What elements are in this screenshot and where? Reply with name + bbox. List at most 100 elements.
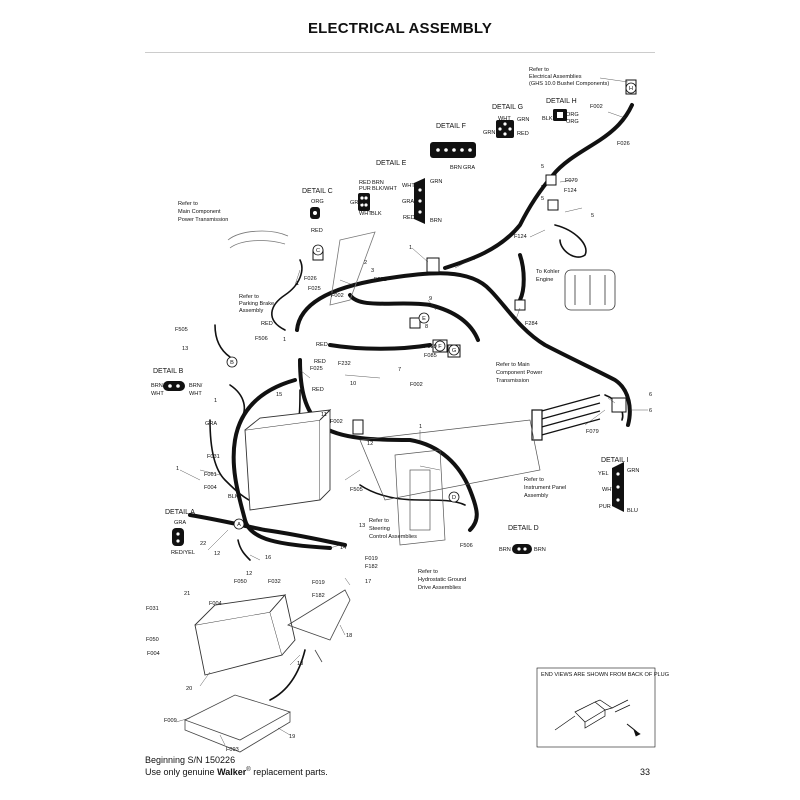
detail-h-title: DETAIL H bbox=[546, 98, 577, 105]
diagram-label: F bbox=[438, 344, 442, 350]
diagram-label: GRN bbox=[430, 179, 442, 185]
circle-b bbox=[226, 356, 238, 368]
diagram-label: RED bbox=[261, 321, 273, 327]
diagram-label: BLK/WHT bbox=[372, 186, 397, 192]
diagram-label: 1 bbox=[214, 398, 217, 404]
diagram-label: F284 bbox=[525, 321, 538, 327]
diagram-label: WHT bbox=[189, 391, 202, 397]
diagram-label: F009 bbox=[164, 718, 177, 724]
diagram-label: Power Transmission bbox=[178, 217, 228, 223]
diagram-label: RED/YEL bbox=[171, 550, 195, 556]
diagram-label: RED bbox=[311, 228, 323, 234]
diagram-label: F182 bbox=[365, 564, 378, 570]
end-view-legend-box: END VIEWS ARE SHOWN FROM BACK OF PLUG bbox=[536, 667, 669, 748]
diagram-label: A bbox=[237, 522, 241, 528]
diagram-label: F085 bbox=[424, 353, 437, 359]
diagram-label: GRA bbox=[174, 520, 186, 526]
diagram-label: YEL bbox=[598, 471, 609, 477]
diagram-label: GRA bbox=[402, 199, 414, 205]
diagram-label: ORG bbox=[311, 199, 324, 205]
diagram-label: 18 bbox=[297, 661, 303, 667]
diagram-label: Assembly bbox=[239, 308, 263, 314]
diagram-label: (GHS 10.0 Bushel Components) bbox=[529, 81, 609, 87]
diagram-label: F050 bbox=[146, 637, 159, 643]
ref-parking-brake: Refer to Parking Brake Assembly bbox=[239, 294, 274, 314]
title-divider bbox=[145, 52, 655, 53]
diagram-label: WHT bbox=[602, 487, 615, 493]
diagram-label: F026 bbox=[304, 276, 317, 282]
diagram-label: ORG bbox=[566, 119, 579, 125]
frame-plate bbox=[359, 419, 541, 546]
diagram-label: F019 bbox=[312, 580, 325, 586]
ref-steering: Refer to Steering Control Assemblies bbox=[369, 518, 417, 540]
diagram-label: BRN bbox=[450, 165, 462, 171]
diagram-label: To Kohler bbox=[536, 269, 560, 275]
diagram-label: F182 bbox=[312, 593, 325, 599]
diagram-label: GRN bbox=[627, 468, 639, 474]
diagram-label: F031 bbox=[207, 454, 220, 460]
diagram-label: RED bbox=[403, 215, 415, 221]
bracket bbox=[287, 589, 351, 663]
detail-d-connector-icon bbox=[512, 544, 532, 554]
diagram-label: BRN bbox=[499, 547, 511, 553]
ref-main-component: Refer to Main Component Power Transmissi… bbox=[178, 201, 228, 223]
diagram-label: F002 bbox=[590, 104, 603, 110]
diagram-label: 5 bbox=[591, 213, 594, 219]
ref-main-component-2: Refer to Main Component Power Transmissi… bbox=[496, 362, 542, 384]
diagram-label: 5 bbox=[541, 164, 544, 170]
diagram-label: Refer to Main bbox=[496, 362, 530, 368]
diagram-label: 1 bbox=[409, 245, 412, 251]
detail-b-title: DETAIL B bbox=[153, 368, 184, 375]
detail-a-title: DETAIL A bbox=[165, 509, 195, 516]
diagram-label: F124 bbox=[564, 188, 577, 194]
diagram-label: 3 bbox=[371, 268, 374, 274]
diagram-label: Refer to bbox=[178, 201, 198, 207]
diagram-label: Steering bbox=[369, 526, 390, 532]
page-title: ELECTRICAL ASSEMBLY bbox=[307, 20, 493, 37]
diagram-label: 7 bbox=[398, 367, 401, 373]
diagram-label: Component Power bbox=[496, 370, 542, 376]
diagram-label: F506 bbox=[255, 336, 268, 342]
circle-a bbox=[233, 518, 245, 530]
battery-lower bbox=[194, 594, 296, 676]
diagram-label: Refer to bbox=[524, 477, 544, 483]
circle-c bbox=[312, 244, 324, 256]
diagram-label: Drive Assemblies bbox=[418, 585, 461, 591]
detail-b-connector-icon bbox=[163, 381, 185, 391]
detail-e-right-connector-icon bbox=[414, 178, 425, 224]
circle-h bbox=[625, 82, 637, 94]
diagram-label: Refer to bbox=[369, 518, 389, 524]
diagram-label: 12 bbox=[246, 571, 252, 577]
diagram-label: 15 bbox=[276, 392, 282, 398]
diagram-label: BLU bbox=[627, 508, 638, 514]
diagram-label: 1 bbox=[283, 337, 286, 343]
diagram-label: 8 bbox=[425, 324, 428, 330]
diagram-label: E bbox=[422, 316, 426, 322]
footer-genuine-parts: Use only genuine Walker® replacement par… bbox=[145, 767, 328, 777]
detail-g-connector-icon bbox=[496, 120, 514, 138]
diagram-label: WHT bbox=[359, 211, 372, 217]
diagram-label: GRA bbox=[463, 165, 475, 171]
diagram-label: H bbox=[629, 86, 633, 92]
diagram-label: 17 bbox=[365, 579, 371, 585]
diagram-label: F002 bbox=[331, 293, 344, 299]
diagram-label: Assembly bbox=[524, 493, 548, 499]
diagram-label: BRN/ bbox=[151, 383, 165, 389]
detail-c-connector-icon bbox=[310, 207, 320, 219]
diagram-label: F002 bbox=[374, 277, 387, 283]
diagram-label: Control Assemblies bbox=[369, 534, 417, 540]
diagram-label: F124 bbox=[514, 234, 527, 240]
diagram-label: 5 bbox=[541, 185, 544, 191]
diagram-label: 5 bbox=[541, 196, 544, 202]
diagram-label: B bbox=[230, 360, 234, 366]
diagram-label: 14 bbox=[340, 545, 346, 551]
diagram-label: BLK bbox=[371, 211, 382, 217]
diagram-label: 19 bbox=[289, 734, 295, 740]
diagram-label: F025 bbox=[308, 286, 321, 292]
diagram-label: D bbox=[452, 495, 456, 501]
detail-h-connector-icon bbox=[553, 109, 567, 121]
detail-e-title: DETAIL E bbox=[376, 160, 407, 167]
diagram-label: Refer to bbox=[529, 67, 549, 73]
diagram-label: Refer to bbox=[239, 294, 259, 300]
